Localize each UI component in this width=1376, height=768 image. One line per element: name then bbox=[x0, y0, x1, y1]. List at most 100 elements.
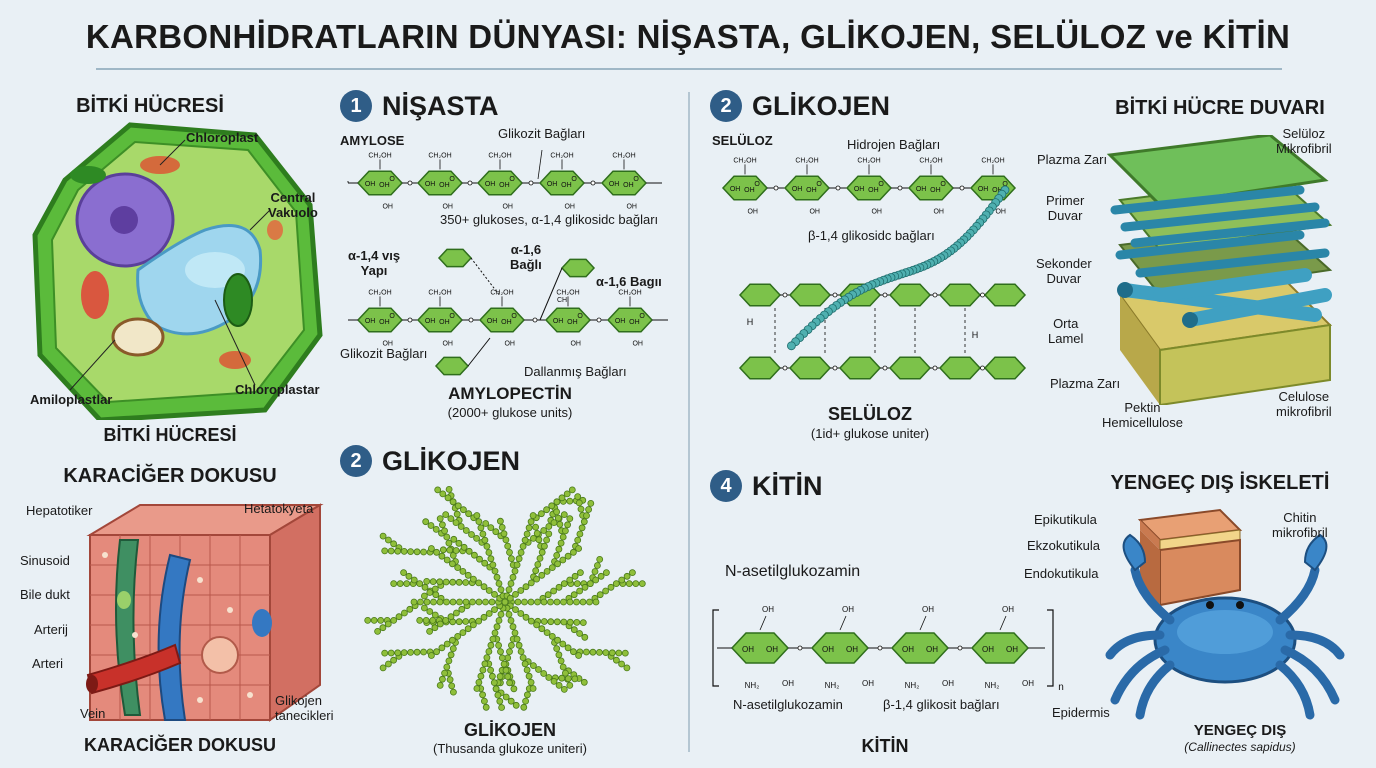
ring-oh-label: OH bbox=[485, 181, 496, 188]
glucose-bead bbox=[520, 703, 528, 711]
glucose-bead bbox=[422, 616, 430, 624]
glucose-ring bbox=[845, 175, 893, 201]
glucose-bead bbox=[560, 685, 568, 693]
glucose-bead bbox=[580, 678, 588, 686]
glycogen-caption: GLİKOJEN bbox=[463, 720, 556, 740]
bridge-oxygen bbox=[835, 185, 841, 191]
glycogen-branched-polymer bbox=[364, 486, 646, 711]
label-arterij: Arterij bbox=[34, 622, 68, 637]
glucose-ring bbox=[783, 175, 831, 201]
ring-bond bbox=[999, 615, 1007, 631]
glucose-ring bbox=[907, 175, 955, 201]
glucose-bead bbox=[422, 518, 430, 526]
ring-oh-label: OH bbox=[902, 645, 914, 654]
amylose-note: 350+ glukoses, α-1,4 glikosidc bağları bbox=[440, 212, 659, 227]
glucose-bead bbox=[407, 548, 414, 555]
ring-ch2oh-label: CH₂OH bbox=[368, 289, 391, 296]
ring-oh-label: OH bbox=[564, 204, 575, 211]
glucose-bead bbox=[501, 598, 509, 606]
glucose-bead bbox=[548, 632, 556, 640]
glucose-bead bbox=[555, 651, 563, 659]
glucose-bead bbox=[564, 675, 572, 683]
glucose-bead bbox=[491, 567, 499, 575]
glucose-bead bbox=[566, 497, 574, 505]
glucose-bead bbox=[427, 522, 435, 529]
glucose-bead bbox=[439, 521, 446, 529]
glucose-bead bbox=[485, 587, 493, 594]
glucose-bead bbox=[374, 627, 381, 635]
glucose-bead bbox=[470, 551, 478, 559]
glucose-bead bbox=[596, 591, 604, 599]
starch-title: NİŞASTA bbox=[382, 90, 499, 121]
bridge-oxygen bbox=[468, 317, 474, 323]
glucose-bead bbox=[553, 618, 561, 626]
glucose-bead bbox=[597, 572, 605, 580]
starch-number-badge: 1 bbox=[340, 90, 372, 122]
chain-end: · bbox=[346, 174, 350, 188]
ring-oh-label: OH bbox=[862, 679, 874, 688]
glucose-ring bbox=[838, 356, 882, 380]
amylopectin-note: (2000+ glukose units) bbox=[447, 405, 573, 420]
branch-bond bbox=[470, 257, 501, 297]
ring-oh-label: OH bbox=[744, 187, 755, 194]
glucose-bead bbox=[515, 641, 523, 649]
glucose-bead bbox=[527, 579, 535, 587]
glucose-bead bbox=[535, 666, 542, 673]
liver-heading: KARACİĞER DOKUSU bbox=[63, 465, 277, 487]
glucose-bead bbox=[512, 591, 519, 598]
glucose-bead bbox=[548, 564, 556, 571]
glucose-bead bbox=[477, 672, 485, 680]
ring-oh-label: OH bbox=[439, 319, 450, 326]
glucose-bead bbox=[628, 569, 636, 576]
glucose-bead bbox=[381, 547, 389, 555]
glucose-bead bbox=[441, 669, 448, 677]
glucose-bead bbox=[496, 517, 504, 525]
ring-oh-label: OH bbox=[868, 187, 879, 194]
glucose-bead bbox=[432, 591, 440, 599]
glucose-bead bbox=[559, 640, 567, 648]
glucose-bead bbox=[570, 591, 578, 599]
glucose-bead bbox=[615, 649, 623, 657]
ring-oh-label: OH bbox=[842, 605, 854, 614]
glucose-bead bbox=[390, 580, 398, 587]
hydrogen-bonds-label: Hidrojen Bağları bbox=[847, 137, 941, 152]
ring-oh-label: OH bbox=[442, 204, 453, 211]
glucose-bead bbox=[618, 576, 626, 584]
glucose-ring bbox=[538, 170, 586, 196]
label-chloroplast: Chloroplast bbox=[186, 130, 259, 145]
glucose-bead bbox=[553, 645, 561, 653]
glucose-ring bbox=[888, 356, 932, 380]
glucose-bead bbox=[492, 685, 500, 693]
glucose-bead bbox=[426, 627, 433, 635]
bridge-oxygen bbox=[407, 317, 413, 323]
cellulose-sub-label: SELÜLOZ bbox=[712, 133, 773, 148]
ring-oh-label: OH bbox=[792, 186, 803, 193]
ring-ch2oh-label: CH₂OH bbox=[368, 152, 391, 159]
glucose-bead bbox=[385, 660, 392, 668]
title-divider bbox=[96, 68, 1282, 70]
ring-oh-label: OH bbox=[742, 645, 754, 654]
glucose-bead bbox=[510, 685, 518, 693]
glucose-bead bbox=[498, 654, 506, 662]
glucose-bead bbox=[581, 583, 589, 591]
label-chloroplastar: Chloroplastar bbox=[235, 382, 320, 397]
glucose-bead bbox=[573, 598, 580, 606]
glucose-bead bbox=[602, 649, 610, 657]
glucose-ring bbox=[437, 248, 473, 268]
glucose-bead bbox=[483, 543, 491, 550]
ring-oh-label: OH bbox=[487, 318, 498, 325]
glucose-bead bbox=[420, 548, 427, 556]
ring-oh-label: OH bbox=[930, 187, 941, 194]
glucose-ring bbox=[600, 170, 648, 196]
glucose-bead bbox=[423, 598, 431, 606]
alpha16-left-label: α-1,6 Bağlı bbox=[510, 242, 542, 272]
ring-oh-label: OH bbox=[632, 341, 643, 348]
glucose-bead bbox=[540, 598, 548, 606]
glucose-bead bbox=[533, 575, 541, 583]
glucose-bead bbox=[475, 678, 483, 686]
glucose-bead bbox=[446, 546, 454, 554]
plant-cell-caption: BİTKİ HÜCRESİ bbox=[103, 425, 237, 445]
glucose-bead bbox=[534, 561, 542, 568]
glucose-bead bbox=[482, 703, 490, 711]
ring-bond bbox=[759, 615, 767, 631]
